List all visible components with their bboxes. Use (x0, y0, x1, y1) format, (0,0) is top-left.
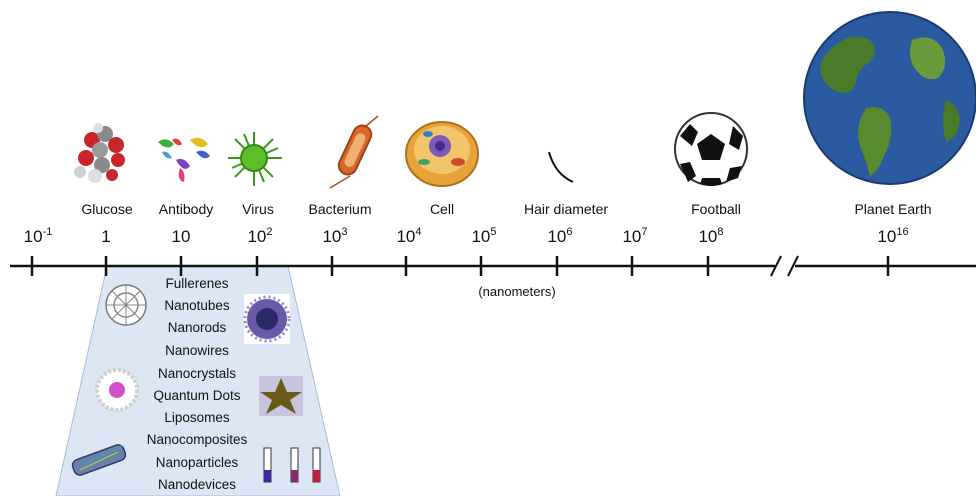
nanomaterial-item: Nanocrystals (158, 366, 236, 381)
cell-icon (406, 122, 478, 186)
nanomaterial-item: Nanotubes (164, 298, 229, 313)
earth-icon (804, 12, 976, 184)
football-icon (675, 113, 747, 186)
tick-label: 1 (101, 226, 110, 247)
nanoflower-icon (244, 294, 290, 344)
object-label-bacterium: Bacterium (308, 201, 371, 217)
object-label-cell: Cell (430, 201, 454, 217)
hair-icon (549, 152, 573, 182)
tick-label: 1016 (877, 226, 908, 247)
tick-label: 10 (172, 226, 191, 247)
tick-label: 106 (547, 226, 572, 247)
nanomaterial-item: Nanodevices (158, 477, 236, 492)
tick-label: 107 (622, 226, 647, 247)
bacterium-icon (330, 116, 378, 188)
virus-icon (228, 132, 282, 186)
object-label-glucose: Glucose (81, 201, 132, 217)
tick-label: 102 (247, 226, 272, 247)
tick-label: 108 (698, 226, 723, 247)
liposome-icon (97, 370, 137, 410)
nanomaterial-item: Nanocomposites (147, 432, 248, 447)
glucose-molecule-icon (74, 123, 125, 183)
nanomaterial-item: Liposomes (164, 410, 229, 425)
nanomaterial-item: Nanoparticles (156, 455, 239, 470)
nanomaterial-item: Nanowires (165, 343, 229, 358)
object-label-hair-diameter: Hair diameter (524, 201, 608, 217)
object-label-virus: Virus (242, 201, 274, 217)
tick-label: 10-1 (24, 226, 53, 247)
tick-label: 103 (322, 226, 347, 247)
nanomaterial-item: Fullerenes (165, 276, 228, 291)
nanomaterial-item: Quantum Dots (153, 388, 240, 403)
antibody-icon (158, 138, 210, 182)
tick-label: 104 (396, 226, 421, 247)
object-label-planet-earth: Planet Earth (854, 201, 931, 217)
axis-break-icon (771, 256, 798, 276)
object-label-antibody: Antibody (159, 201, 213, 217)
unit-label: (nanometers) (478, 284, 555, 299)
nanomaterial-item: Nanorods (168, 320, 227, 335)
fullerene-icon (106, 285, 146, 325)
nanostar-icon (259, 376, 303, 416)
tick-label: 105 (471, 226, 496, 247)
object-label-football: Football (691, 201, 741, 217)
